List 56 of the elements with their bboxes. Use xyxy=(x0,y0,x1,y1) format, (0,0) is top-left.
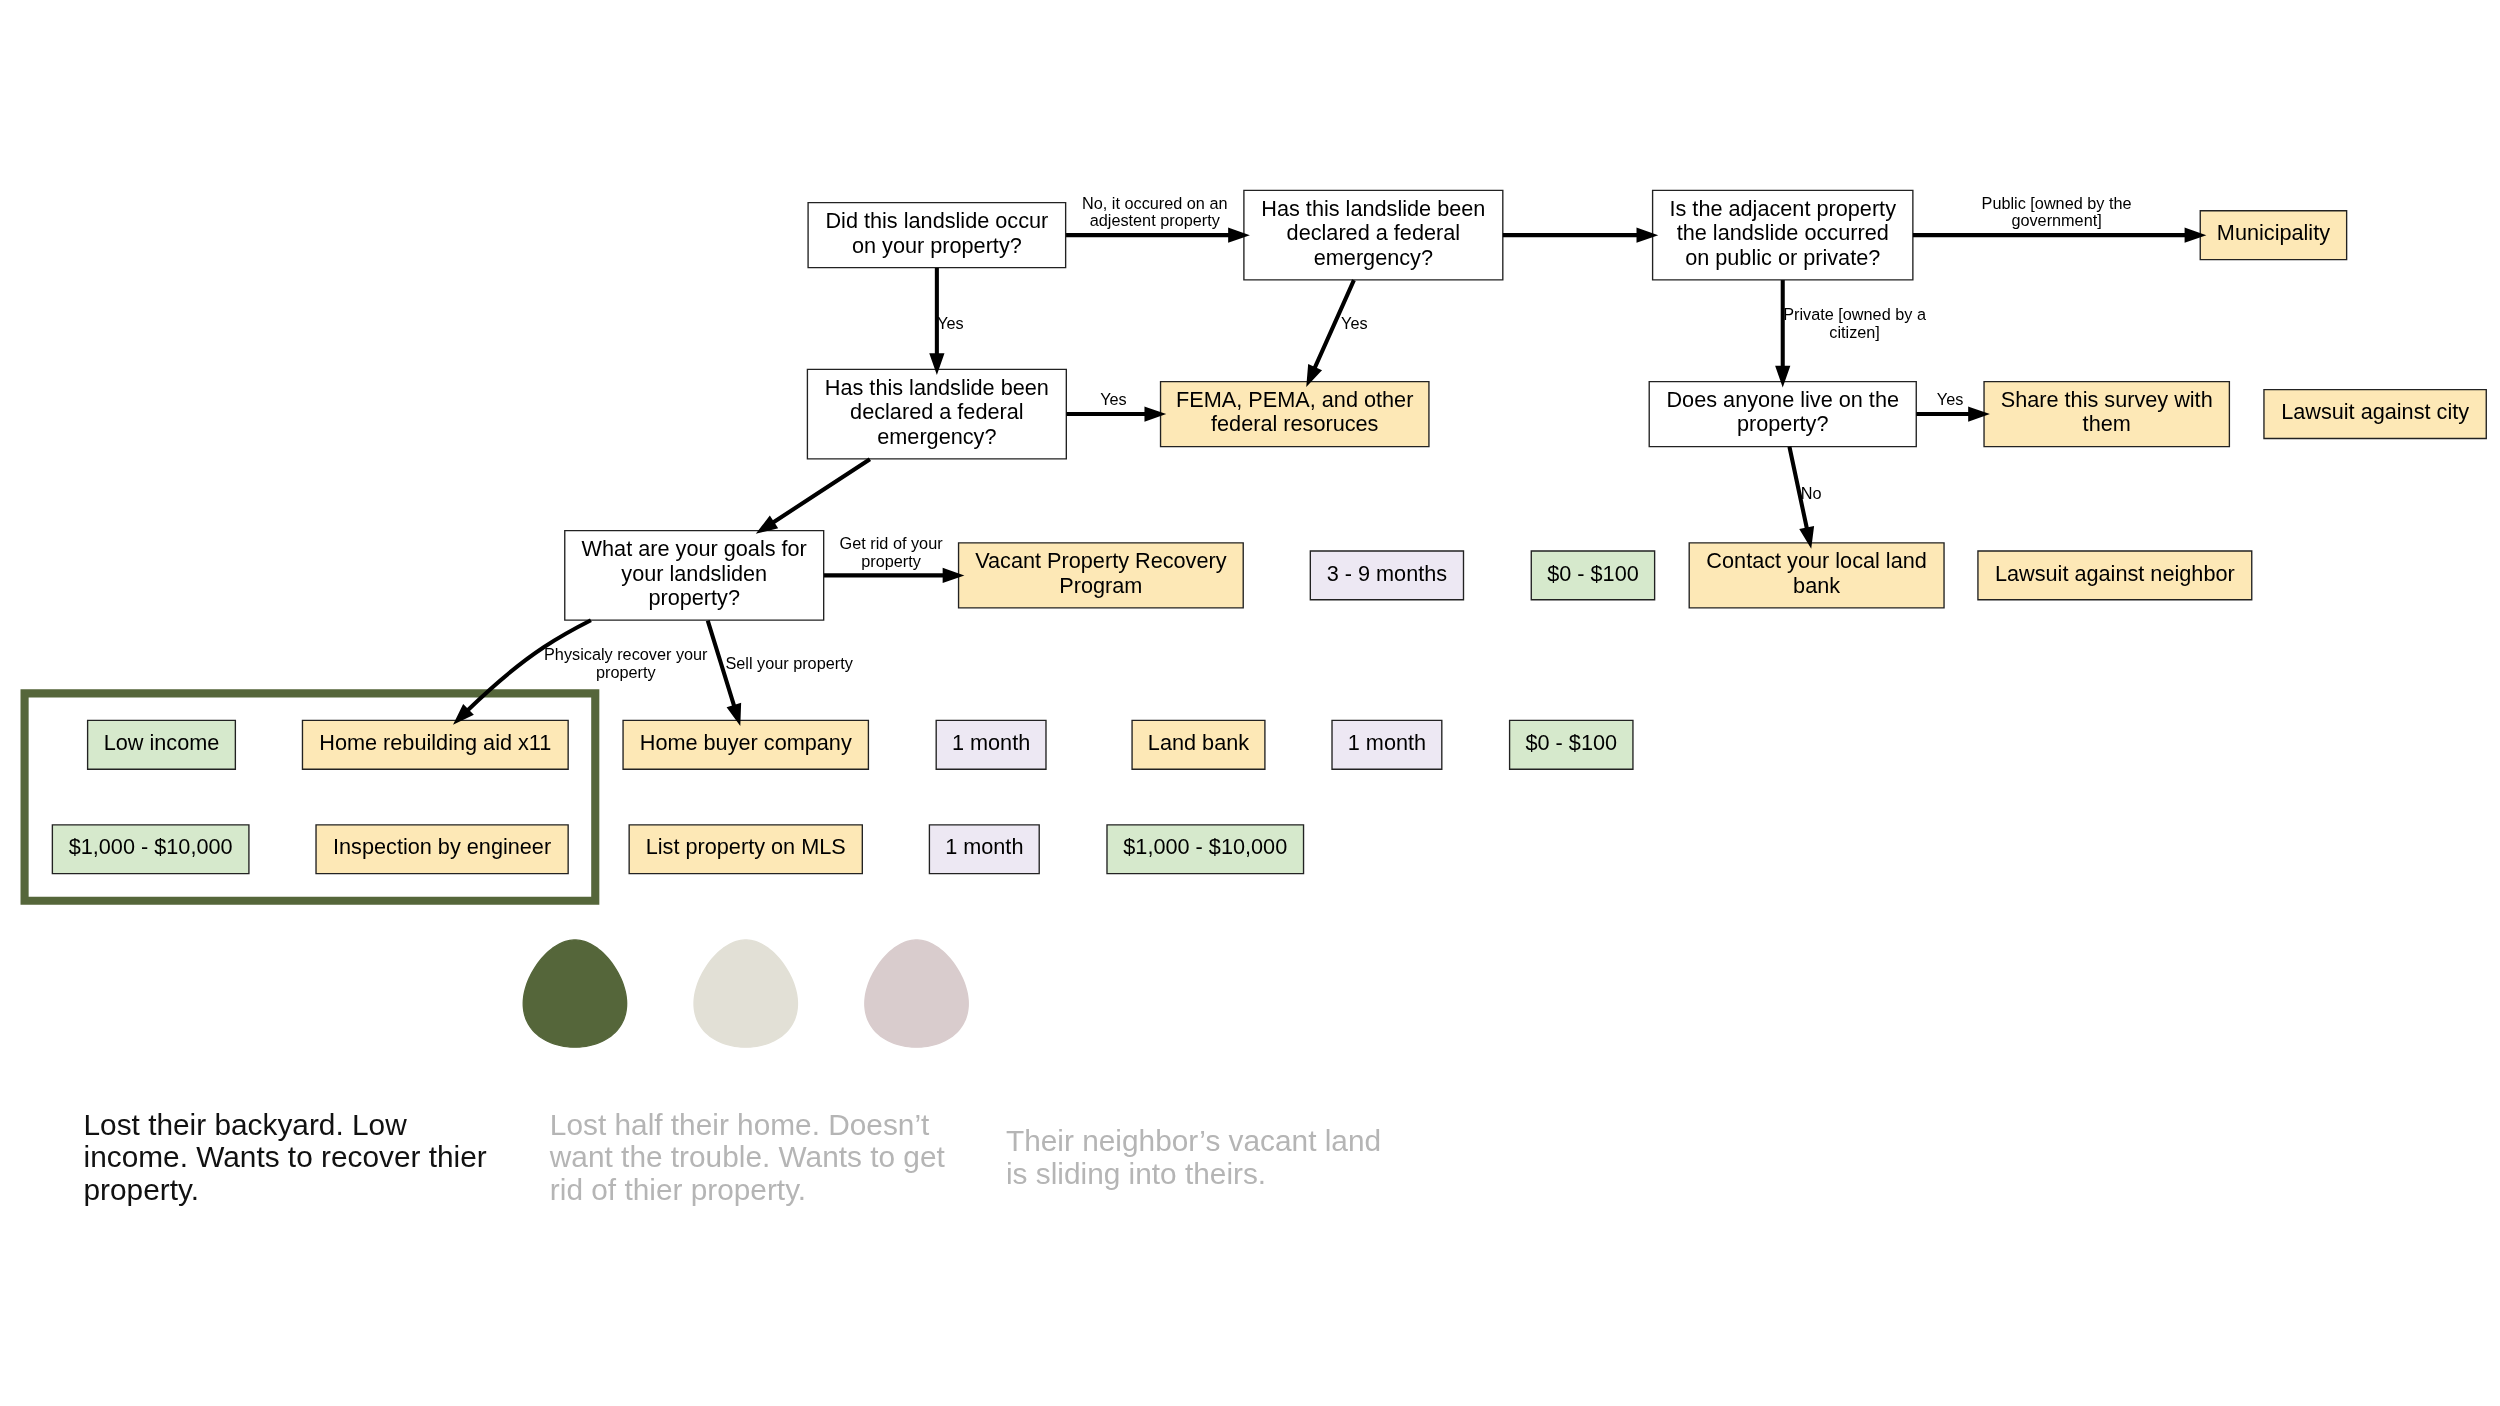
edge-label: Get rid of your property xyxy=(839,533,943,570)
node-box: Has this landslide been declared a federal emergency? xyxy=(1243,189,1504,281)
edge-label: Yes xyxy=(1341,313,1368,332)
node-box: Inspection by engineer xyxy=(315,823,569,874)
edge-label: Yes xyxy=(1100,389,1127,408)
node-box: FEMA, PEMA, and other federal resoruces xyxy=(1159,380,1430,447)
arrow xyxy=(1502,227,1659,243)
node-person xyxy=(693,938,799,1048)
node-box: Lawsuit against city xyxy=(2263,388,2487,439)
arrow xyxy=(824,567,965,583)
node-box: $1,000 - $10,000 xyxy=(1106,823,1305,874)
node-box: Does anyone live on the property? xyxy=(1648,380,1917,447)
node-label: Lost half their home. Doesn’t want the trouble. Wants to get rid of thier property. xyxy=(549,1107,945,1206)
edge-label: Public [owned by the government] xyxy=(1981,193,2132,229)
node-box: 1 month xyxy=(928,823,1040,874)
node-label: Their neighbor’s vacant land is sliding into theirs. xyxy=(1006,1123,1382,1189)
arrow xyxy=(929,267,945,375)
node-person xyxy=(864,938,969,1048)
node-box: $0 - $100 xyxy=(1530,549,1656,600)
arrow xyxy=(1775,279,1791,387)
arrow xyxy=(1912,227,2207,243)
arrow xyxy=(1066,227,1250,243)
node-box: Has this landslide been declared a federal emergency? xyxy=(806,368,1067,459)
node-box: Lawsuit against neighbor xyxy=(1977,549,2253,600)
node-box: Share this survey with them xyxy=(1983,380,2231,447)
node-box: 1 month xyxy=(935,719,1047,770)
node-box: Home buyer company xyxy=(622,719,870,770)
node-box: List property on MLS xyxy=(628,823,863,874)
edge-label: Yes xyxy=(1936,389,1964,408)
arrow xyxy=(755,457,872,534)
edge-label: No, it occured on an adjestent property xyxy=(1082,193,1228,229)
arrow xyxy=(1066,405,1167,422)
node-box: Did this landslide occur on your property? xyxy=(807,201,1067,268)
node-box: Municipality xyxy=(2199,209,2348,260)
edge-label: Physicaly recover your property xyxy=(544,644,708,681)
node-box: 1 month xyxy=(1331,719,1443,770)
edge-label: No xyxy=(1800,483,1822,502)
node-box: $1,000 - $10,000 xyxy=(51,823,250,874)
arrow xyxy=(705,619,742,726)
node-label: Lost their backyard. Low income. Wants to recover thier property. xyxy=(83,1107,487,1206)
node-box: 3 - 9 months xyxy=(1309,549,1465,600)
node-box: Is the adjacent property the landslide occurred on public or private? xyxy=(1651,189,1914,281)
node-box: Home rebuilding aid x11 xyxy=(301,719,569,770)
node-box: Contact your local land bank xyxy=(1688,541,1945,609)
node-person xyxy=(522,938,628,1048)
node-box: $0 - $100 xyxy=(1508,719,1634,770)
arrow xyxy=(1916,405,1990,422)
node-box: Low income xyxy=(86,719,237,770)
node-box: What are your goals for your landsliden property? xyxy=(564,529,825,621)
node-box: Vacant Property Recovery Program xyxy=(957,541,1244,609)
arrow xyxy=(1787,445,1815,549)
node-box: Land bank xyxy=(1131,719,1266,770)
cluster xyxy=(20,688,600,905)
edge-label: Sell your property xyxy=(725,653,853,672)
arrow xyxy=(453,618,592,725)
arrow xyxy=(1306,278,1356,387)
